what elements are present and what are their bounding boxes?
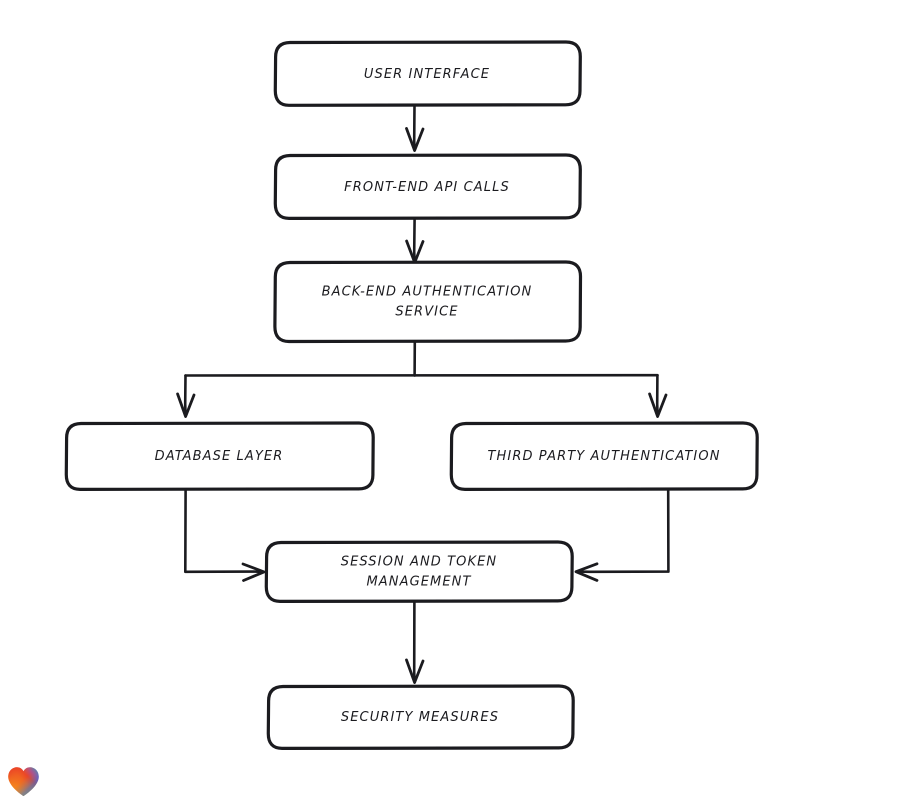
node-label-session-and-token-management-line2: MANAGEMENT bbox=[366, 575, 471, 590]
edge-ui-to-api bbox=[405, 104, 425, 152]
node-user-interface[interactable]: USER INTERFACE bbox=[273, 40, 582, 107]
node-label-database-layer: DATABASE LAYER bbox=[155, 449, 284, 464]
node-front-end-api-calls[interactable]: FRONT-END API CALLS bbox=[273, 153, 582, 220]
node-database-layer[interactable]: DATABASE LAYER bbox=[64, 421, 375, 491]
edge-database-to-session bbox=[184, 488, 266, 582]
edge-backend-to-thirdparty bbox=[648, 374, 668, 418]
node-label-session-and-token-management-line1: SESSION AND TOKEN bbox=[341, 555, 498, 570]
node-label-user-interface: USER INTERFACE bbox=[364, 67, 490, 82]
node-back-end-authentication-service[interactable]: BACK-END AUTHENTICATION SERVICE bbox=[273, 260, 583, 344]
edge-api-to-backend bbox=[405, 217, 425, 264]
node-third-party-authentication[interactable]: THIRD PARTY AUTHENTICATION bbox=[449, 421, 759, 491]
edge-session-to-security bbox=[405, 600, 425, 684]
edge-thirdparty-to-session bbox=[574, 488, 670, 582]
node-label-security-measures: SECURITY MEASURES bbox=[341, 710, 499, 725]
edge-backend-to-database bbox=[176, 374, 196, 418]
node-security-measures[interactable]: SECURITY MEASURES bbox=[266, 684, 575, 750]
node-label-third-party-authentication: THIRD PARTY AUTHENTICATION bbox=[487, 449, 720, 464]
node-label-back-end-authentication-service-line1: BACK-END AUTHENTICATION bbox=[322, 285, 533, 300]
heart-icon bbox=[8, 767, 39, 797]
node-session-and-token-management[interactable]: SESSION AND TOKEN MANAGEMENT bbox=[264, 540, 574, 603]
node-label-back-end-authentication-service-line2: SERVICE bbox=[395, 305, 458, 320]
node-label-front-end-api-calls: FRONT-END API CALLS bbox=[344, 180, 510, 195]
edge-backend-split-stem bbox=[184, 339, 659, 377]
